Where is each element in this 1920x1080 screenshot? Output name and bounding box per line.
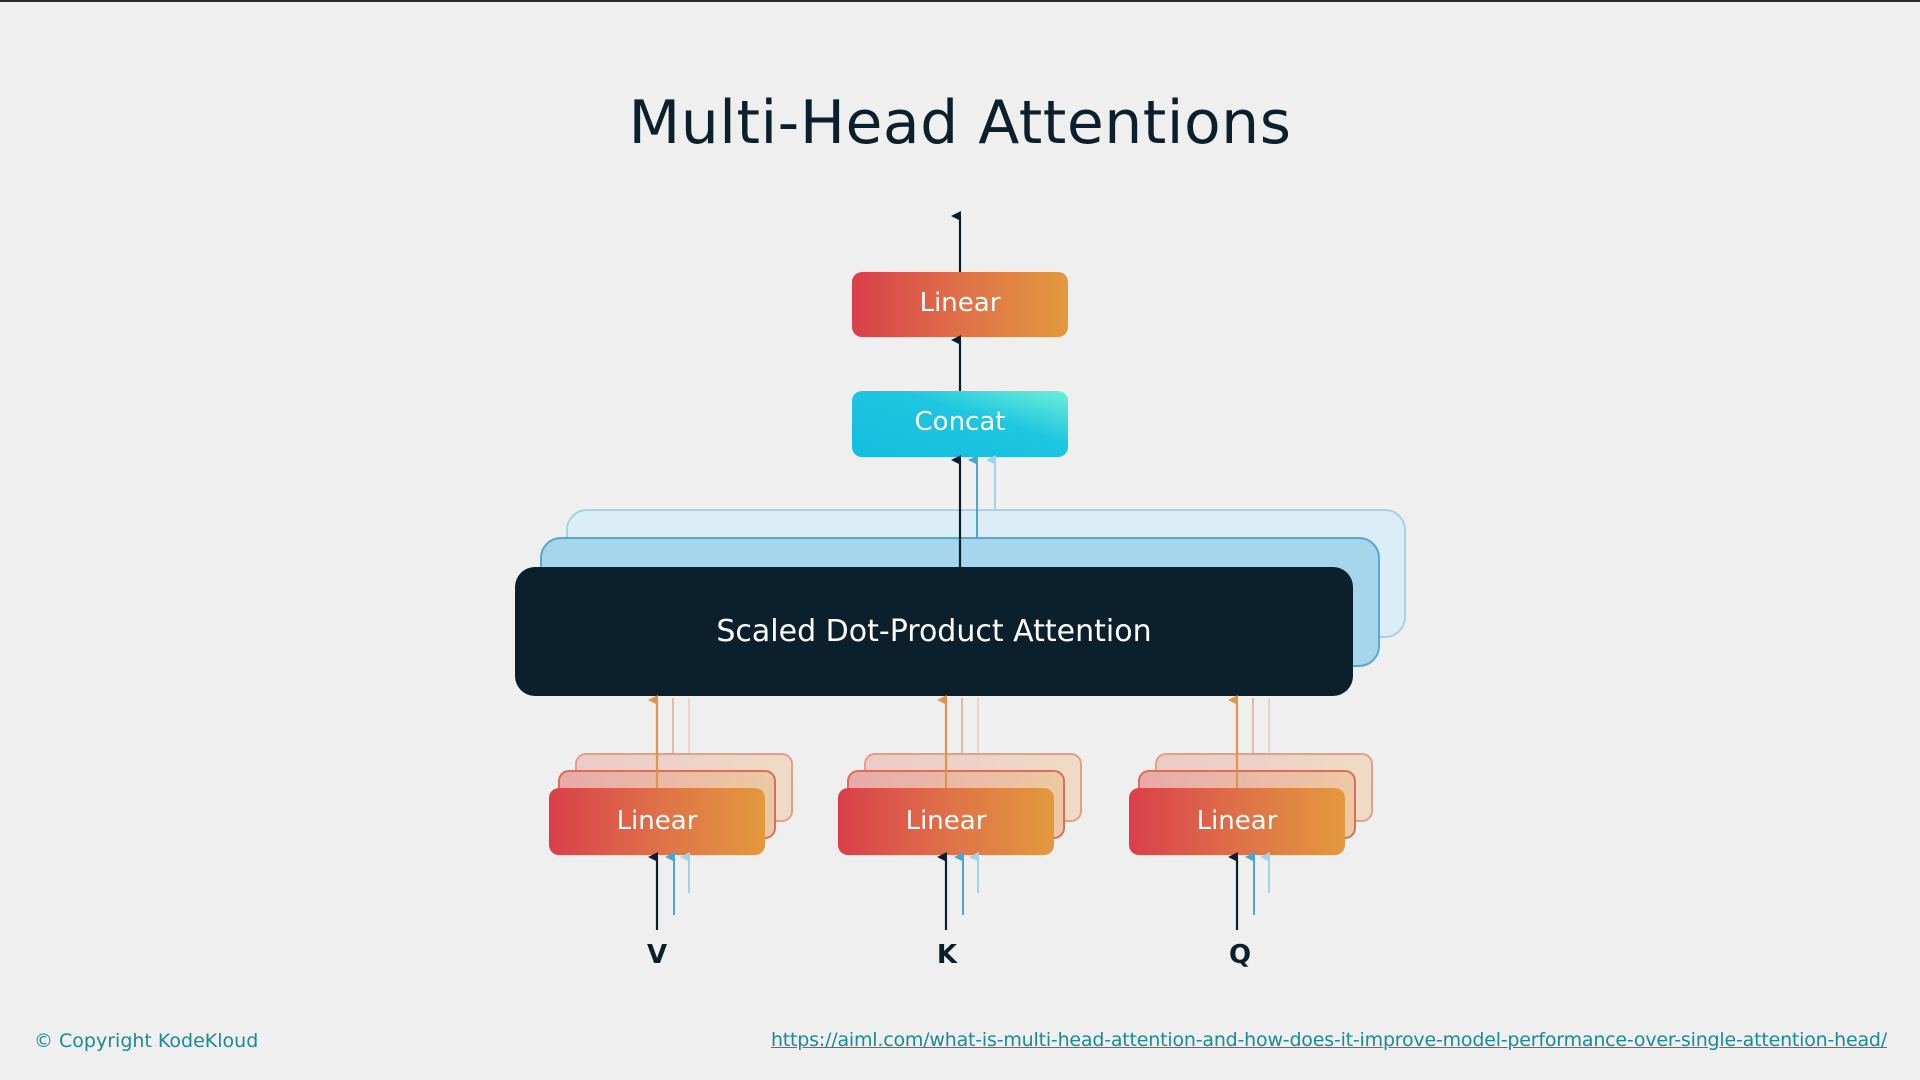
input-linear-box-v: [549, 788, 765, 855]
copyright-text: © Copyright KodeKloud: [34, 1030, 259, 1052]
page-title: Multi-Head Attentions: [628, 88, 1292, 158]
source-link[interactable]: https://aiml.com/what-is-multi-head-atte…: [770, 1029, 1887, 1051]
top-border: [0, 0, 1920, 2]
input-linear-label-k: Linear: [905, 806, 987, 836]
input-linear-box-k: [838, 788, 1054, 855]
input-label-q: Q: [1228, 940, 1252, 970]
output-linear-box: [852, 272, 1068, 337]
attention-label: Scaled Dot-Product Attention: [716, 614, 1152, 649]
concat-label: Concat: [914, 407, 1006, 437]
input-linear-label-v: Linear: [616, 806, 698, 836]
input-linear-box-q: [1129, 788, 1345, 855]
input-label-k: K: [936, 940, 958, 970]
output-linear-label: Linear: [919, 288, 1001, 318]
attention-head-1-box: [515, 567, 1353, 696]
concat-box: [852, 391, 1068, 457]
input-label-v: V: [646, 940, 668, 970]
input-linear-label-q: Linear: [1196, 806, 1278, 836]
